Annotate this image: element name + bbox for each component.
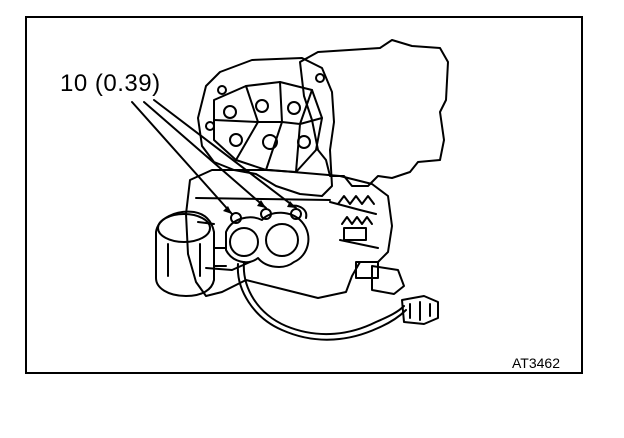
connector xyxy=(401,295,439,325)
solenoid-discs xyxy=(225,211,310,268)
torque-spec-label: 10 (0.39) xyxy=(60,70,161,97)
leader-arrow-icon xyxy=(131,99,297,215)
upper-valve-body xyxy=(197,57,335,197)
solenoid-canister xyxy=(155,210,215,297)
separator-plate xyxy=(299,39,449,187)
lattice-web xyxy=(213,81,323,173)
lower-valve-body xyxy=(185,169,393,299)
spring-valve xyxy=(337,195,375,205)
figure-code: AT3462 xyxy=(512,355,560,371)
wire-harness xyxy=(236,263,407,341)
